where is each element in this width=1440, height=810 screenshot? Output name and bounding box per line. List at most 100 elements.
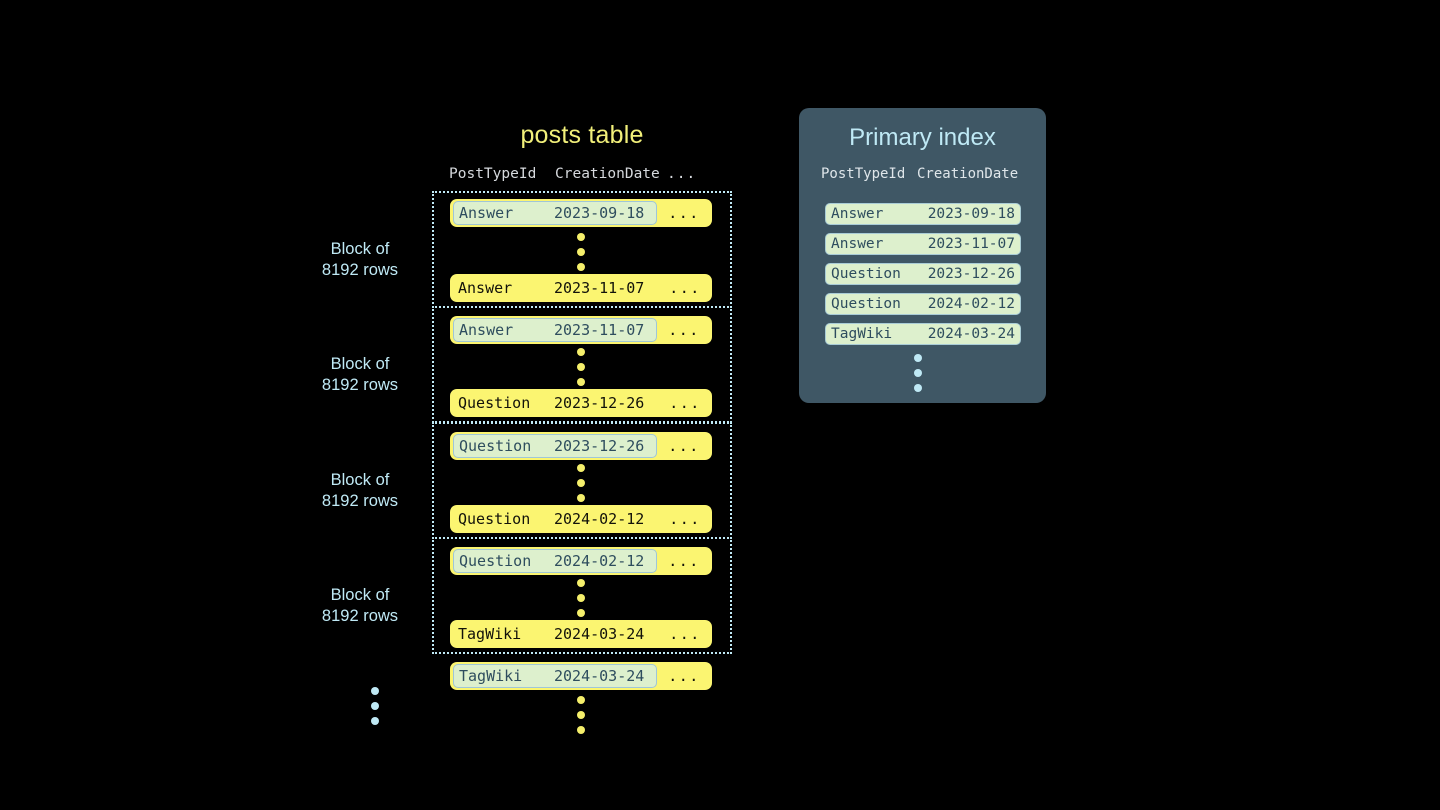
list-item: Answer 2023-09-18 — [825, 203, 1021, 225]
posts-block-2-label-line2: 8192 rows — [321, 376, 399, 394]
table-row: TagWiki 2024-03-24 ... — [450, 662, 712, 690]
row-posttypeid: Question — [458, 510, 531, 528]
dot — [914, 354, 922, 362]
row-ellipsis: ... — [668, 667, 700, 685]
posts-block-1-label-line1: Block of — [330, 240, 390, 258]
dot — [577, 348, 585, 356]
row-creationdate: 2023-12-26 — [554, 394, 645, 412]
posts-block-4-ellipsis-dots — [577, 579, 585, 617]
posts-block-4-label-line2: 8192 rows — [321, 607, 399, 625]
dot — [577, 594, 585, 602]
row-creationdate: 2024-02-12 — [554, 552, 645, 570]
dot — [577, 494, 585, 502]
row-posttypeid: TagWiki — [458, 625, 522, 643]
posts-block-3-label: Block of 8192 rows — [300, 470, 420, 512]
posts-block-4-label: Block of 8192 rows — [300, 585, 420, 627]
table-row: Question 2023-12-26 ... — [450, 389, 712, 417]
primary-index-column-headers: PostTypeId CreationDate — [821, 166, 1031, 182]
row-creationdate: 2024-03-24 — [554, 625, 645, 643]
dot — [914, 369, 922, 377]
table-row: Answer 2023-11-07 ... — [450, 274, 712, 302]
highlighted-key-chip: Answer 2023-11-07 — [453, 318, 657, 342]
posts-block-3-label-line1: Block of — [330, 471, 390, 489]
row-creationdate: 2023-11-07 — [554, 279, 645, 297]
dot — [577, 609, 585, 617]
posts-block-3-label-line2: 8192 rows — [321, 492, 399, 510]
table-row: TagWiki 2024-03-24 ... — [450, 620, 712, 648]
row-creationdate: 2024-03-24 — [554, 667, 645, 685]
row-ellipsis: ... — [669, 394, 701, 412]
row-creationdate: 2024-02-12 — [554, 510, 645, 528]
row-posttypeid: Answer — [459, 204, 514, 222]
primary-index-rows: Answer 2023-09-18 Answer 2023-11-07 Ques… — [825, 203, 1021, 353]
row-posttypeid: TagWiki — [459, 667, 523, 685]
posts-table-trailing-ellipsis-dots — [577, 696, 585, 734]
row-ellipsis: ... — [668, 552, 700, 570]
list-item: Question 2023-12-26 — [825, 263, 1021, 285]
dot — [577, 711, 585, 719]
posts-block-2-label-line1: Block of — [330, 355, 390, 373]
row-posttypeid: Question — [458, 394, 531, 412]
row-ellipsis: ... — [668, 204, 700, 222]
dot — [577, 233, 585, 241]
primary-index-panel: Primary index PostTypeId CreationDate An… — [799, 108, 1046, 403]
posts-block-3-ellipsis-dots — [577, 464, 585, 502]
row-creationdate: 2023-12-26 — [554, 437, 645, 455]
row-creationdate: 2023-11-07 — [554, 321, 645, 339]
row-posttypeid: Question — [459, 552, 532, 570]
index-row-posttypeid: Question — [831, 296, 901, 312]
dot — [577, 579, 585, 587]
dot — [577, 248, 585, 256]
index-row-posttypeid: Answer — [831, 236, 884, 252]
posts-table-column-headers: PostTypeId CreationDate ... — [449, 166, 713, 182]
table-row: Question 2024-02-12 ... — [450, 547, 712, 575]
index-row-creationdate: 2024-02-12 — [927, 296, 1015, 312]
row-posttypeid: Answer — [458, 279, 513, 297]
dot — [371, 687, 379, 695]
index-row-creationdate: 2023-12-26 — [927, 266, 1015, 282]
highlighted-key-chip: Answer 2023-09-18 — [453, 201, 657, 225]
column-header-posttypeid: PostTypeId — [449, 166, 537, 182]
dot — [577, 464, 585, 472]
list-item: Question 2024-02-12 — [825, 293, 1021, 315]
highlighted-key-chip: TagWiki 2024-03-24 — [453, 664, 657, 688]
dot — [577, 263, 585, 271]
index-row-creationdate: 2024-03-24 — [927, 326, 1015, 342]
table-row: Question 2023-12-26 ... — [450, 432, 712, 460]
posts-block-4 — [432, 537, 732, 654]
posts-block-2-label: Block of 8192 rows — [300, 354, 420, 396]
posts-block-1-label: Block of 8192 rows — [300, 239, 420, 281]
index-row-creationdate: 2023-09-18 — [927, 206, 1015, 222]
highlighted-key-chip: Question 2023-12-26 — [453, 434, 657, 458]
index-row-posttypeid: Question — [831, 266, 901, 282]
dot — [371, 702, 379, 710]
index-row-creationdate: 2023-11-07 — [927, 236, 1015, 252]
row-creationdate: 2023-09-18 — [554, 204, 645, 222]
table-row: Answer 2023-09-18 ... — [450, 199, 712, 227]
posts-block-1-label-line2: 8192 rows — [321, 261, 399, 279]
index-row-posttypeid: TagWiki — [831, 326, 893, 342]
row-ellipsis: ... — [669, 625, 701, 643]
row-ellipsis: ... — [668, 437, 700, 455]
table-row: Question 2024-02-12 ... — [450, 505, 712, 533]
posts-table-title: posts table — [520, 121, 644, 149]
row-ellipsis: ... — [669, 279, 701, 297]
index-column-header-posttypeid: PostTypeId — [821, 166, 906, 182]
dot — [577, 479, 585, 487]
primary-index-continuation-dots — [914, 354, 922, 392]
highlighted-key-chip: Question 2024-02-12 — [453, 549, 657, 573]
row-posttypeid: Question — [459, 437, 532, 455]
row-ellipsis: ... — [668, 321, 700, 339]
list-item: TagWiki 2024-03-24 — [825, 323, 1021, 345]
posts-block-4-label-line1: Block of — [330, 586, 390, 604]
row-posttypeid: Answer — [459, 321, 514, 339]
dot — [577, 378, 585, 386]
row-ellipsis: ... — [669, 510, 701, 528]
posts-block-1-ellipsis-dots — [577, 233, 585, 271]
column-header-ellipsis: ... — [667, 166, 697, 182]
index-column-header-creationdate: CreationDate — [917, 166, 1019, 182]
dot — [371, 717, 379, 725]
dot — [914, 384, 922, 392]
dot — [577, 726, 585, 734]
